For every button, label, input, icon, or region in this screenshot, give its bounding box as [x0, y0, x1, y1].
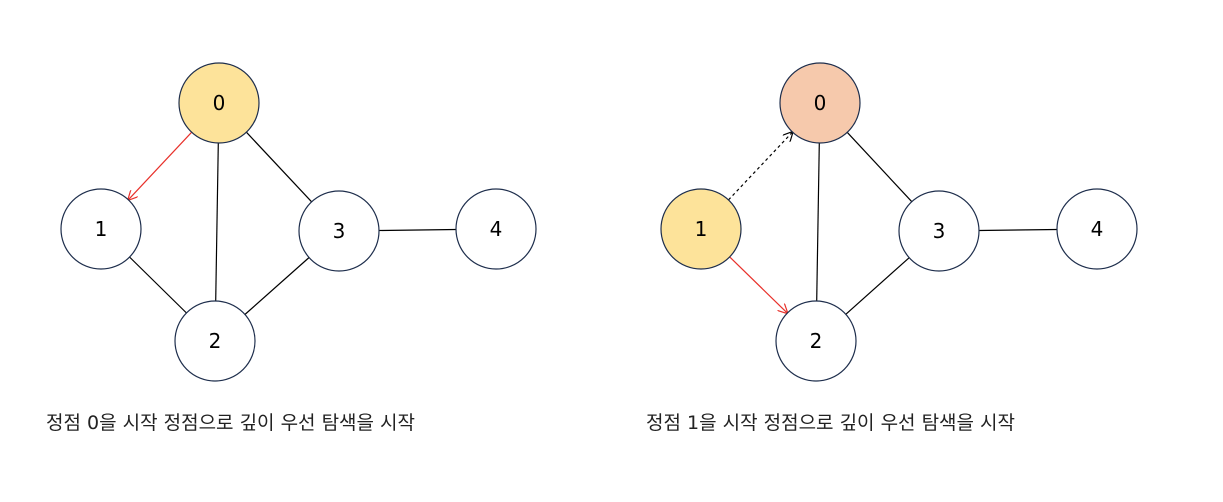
edge-2-3 — [845, 257, 910, 315]
graph-node-4: 4 — [455, 188, 537, 270]
node-label: 2 — [810, 329, 823, 353]
node-circle — [455, 188, 537, 270]
node-circle — [898, 190, 980, 272]
graph-node-1: 1 — [660, 188, 742, 270]
edge-0-2 — [816, 142, 820, 302]
graph-node-3: 3 — [298, 190, 380, 272]
graph-node-4: 4 — [1056, 188, 1138, 270]
node-label: 0 — [213, 91, 226, 115]
graph-diagram-left: 0 1 2 3 4 — [60, 62, 537, 382]
edge-3-4 — [378, 228, 457, 232]
caption-right: 정점 1을 시작 정점으로 깊이 우선 탐색을 시작 — [646, 412, 1016, 434]
edge-0-2 — [215, 142, 219, 302]
edge-0-3 — [245, 131, 313, 203]
node-circle — [298, 190, 380, 272]
node-circle — [660, 188, 742, 270]
edge-1-2 — [729, 256, 788, 313]
edge-0-1 — [128, 131, 193, 200]
graph-node-3: 3 — [898, 190, 980, 272]
node-label: 2 — [209, 329, 222, 353]
edge-3-4 — [978, 228, 1058, 232]
node-label: 1 — [95, 217, 108, 241]
edge-0-3 — [846, 131, 913, 203]
graph-canvas: 0 1 2 3 4 0 1 2 3 4 — [60, 62, 1138, 382]
node-circle — [775, 300, 857, 382]
edge-1-2 — [129, 256, 187, 314]
node-label: 0 — [814, 91, 827, 115]
node-circle — [779, 62, 861, 144]
node-circle — [178, 62, 260, 144]
node-circle — [1056, 188, 1138, 270]
graph-node-0: 0 — [779, 62, 861, 144]
graph-node-2: 2 — [775, 300, 857, 382]
edge-1-0 — [728, 132, 793, 201]
node-label: 3 — [333, 219, 346, 243]
node-label: 4 — [490, 217, 503, 241]
graph-node-1: 1 — [60, 188, 142, 270]
graph-node-0: 0 — [178, 62, 260, 144]
node-label: 3 — [933, 219, 946, 243]
graph-diagram-right: 0 1 2 3 4 — [660, 62, 1138, 382]
node-label: 1 — [695, 217, 708, 241]
caption-left: 정점 0을 시작 정점으로 깊이 우선 탐색을 시작 — [46, 412, 416, 434]
edge-2-3 — [244, 257, 310, 315]
node-circle — [60, 188, 142, 270]
node-label: 4 — [1091, 217, 1104, 241]
graph-node-2: 2 — [174, 300, 256, 382]
node-circle — [174, 300, 256, 382]
